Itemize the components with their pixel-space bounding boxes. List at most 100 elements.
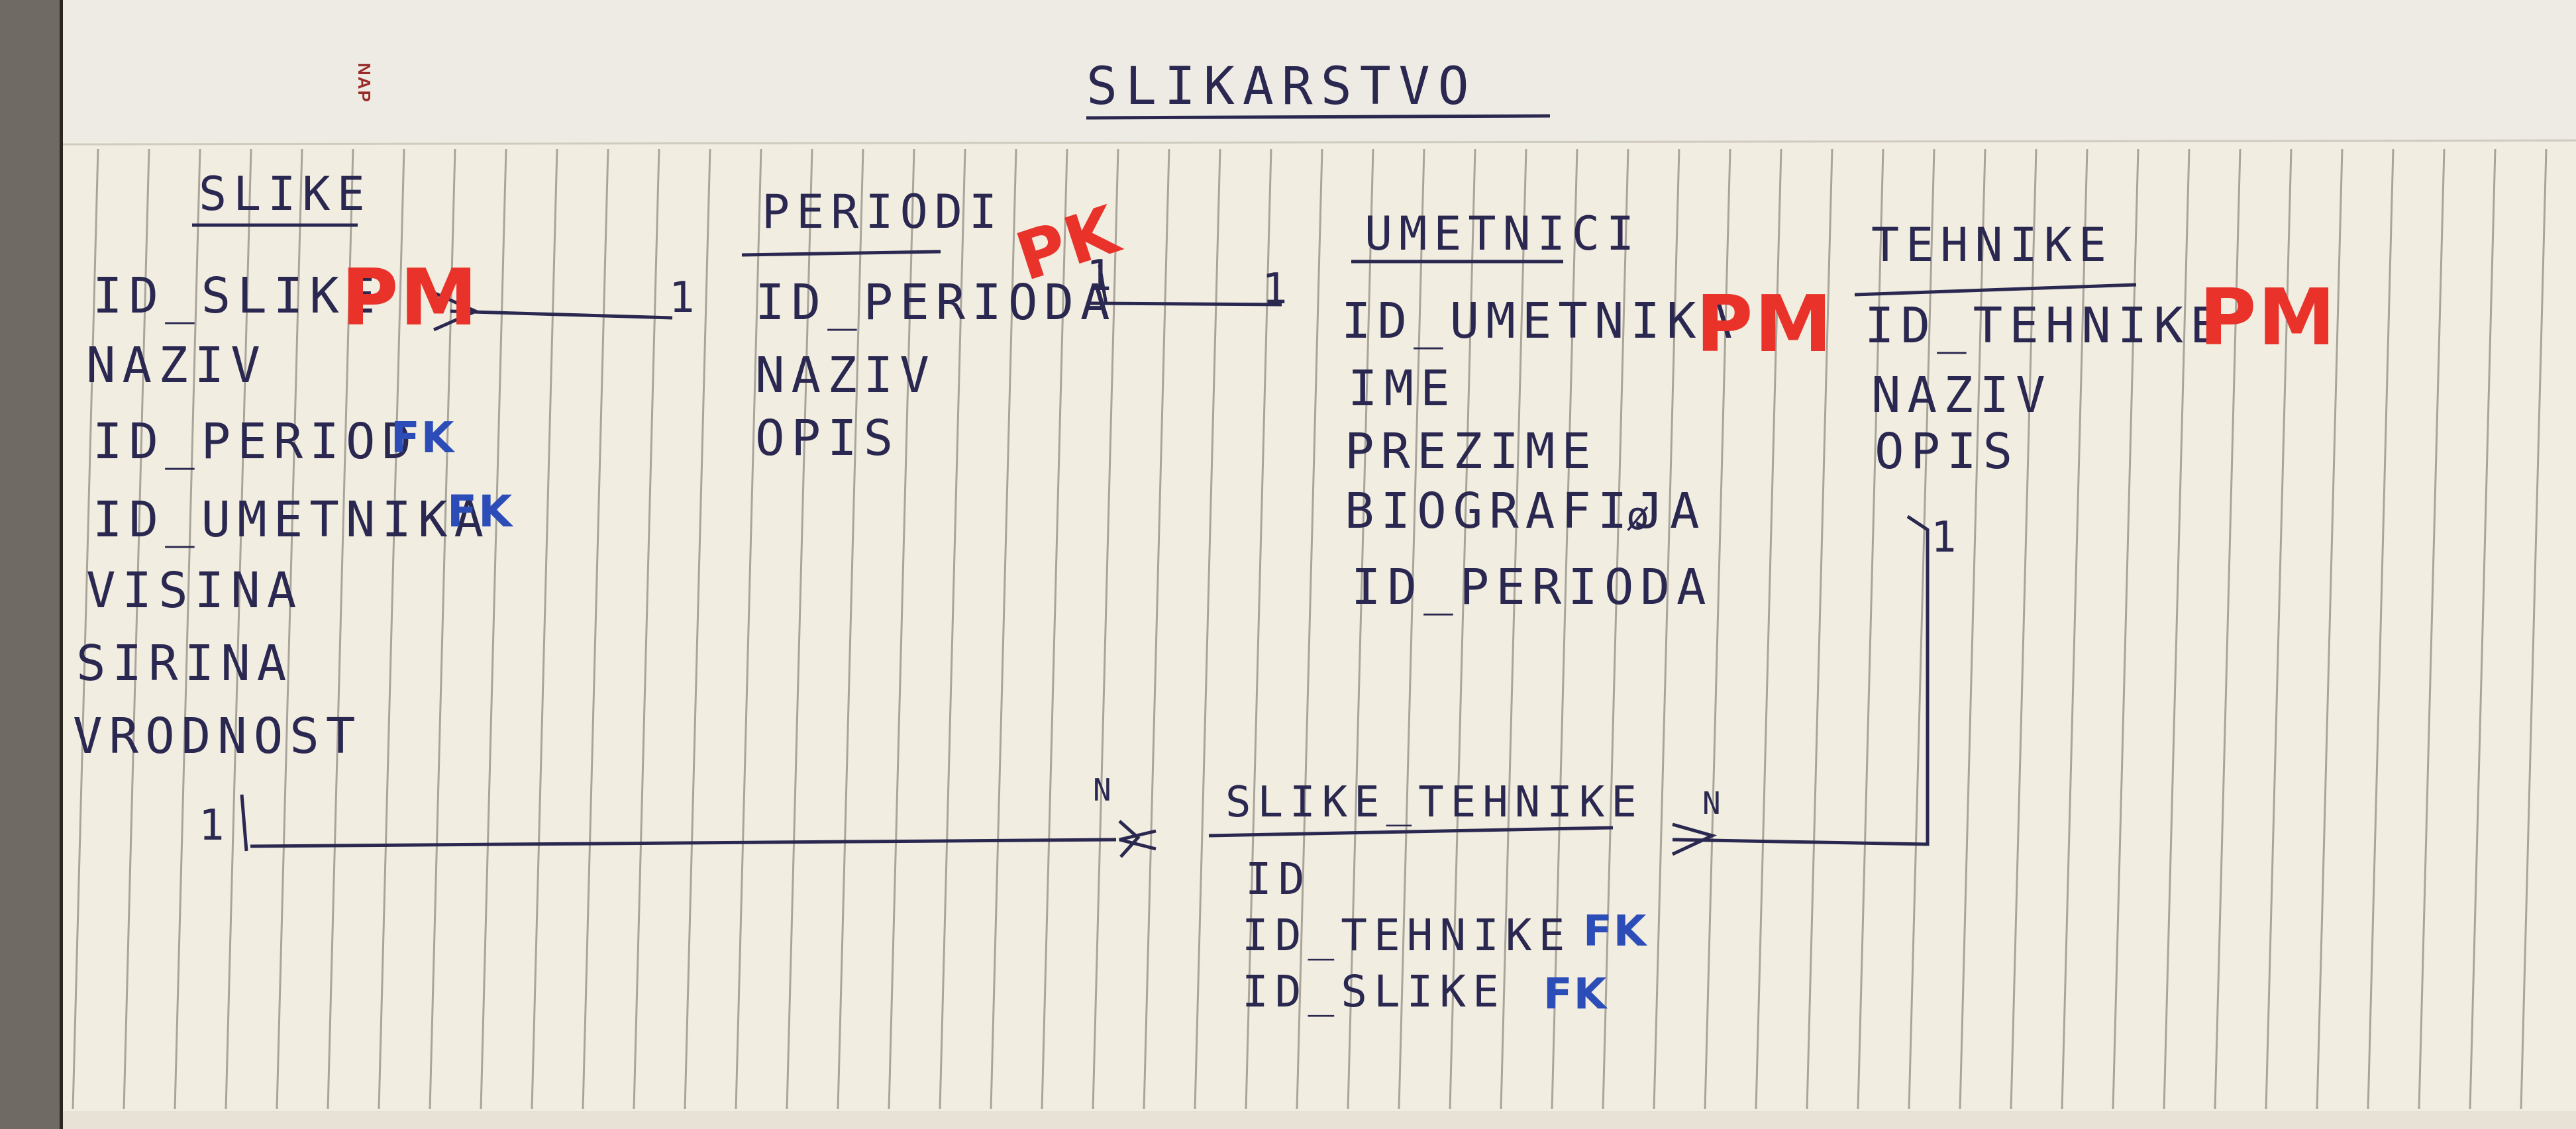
- ruled-line: [2520, 148, 2548, 1110]
- ruled-line: [1959, 148, 1986, 1110]
- ruled-line: [174, 148, 201, 1110]
- slike-bottom-tick: [240, 794, 248, 852]
- relationship-lines: [192, 114, 2137, 858]
- upper-page: [63, 0, 2576, 149]
- ruled-line: [225, 148, 252, 1110]
- ruled-line: [1500, 148, 1527, 1110]
- slike-tehnike-attr-id: ID: [1245, 854, 1312, 905]
- ruled-line: [1398, 148, 1425, 1110]
- notebook-brand: NAP: [354, 63, 374, 103]
- slike-periodi-arrow: [429, 289, 480, 332]
- tehnike-attr-id-tehnike: ID_TEHNIKE: [1865, 297, 2226, 354]
- slike-tehnike-fk-slike-marker: FK: [1543, 970, 1608, 1019]
- slike-attr-sirina: SIRINA: [76, 635, 293, 692]
- ruled-line: [1653, 148, 1680, 1110]
- tehnike-underline: [1854, 283, 2137, 297]
- periodi-umetnici-tick: [1098, 264, 1108, 305]
- cardinality-periodi-left: 1: [1086, 252, 1112, 301]
- cardinality-slike-tehnike-right: N: [1702, 785, 1721, 821]
- diagram-title: SLIKARSTVO: [1086, 57, 1477, 117]
- umetnici-attr-biografija: BIOGRAFIJA: [1345, 483, 1706, 540]
- entity-slike-title: SLIKE: [199, 167, 372, 221]
- biografija-null-mark: ø: [1626, 493, 1656, 538]
- slike-fk-period-marker: FK: [391, 414, 456, 463]
- slike-tehnike-underline: [1208, 826, 1614, 838]
- page-fold: [62, 139, 2576, 146]
- periodi-umetnici-line: [1089, 301, 1282, 307]
- slike-tehnike-fk-tehnike-marker: FK: [1583, 907, 1648, 956]
- ruled-line: [1602, 148, 1629, 1110]
- ruled-line: [2367, 148, 2395, 1110]
- periodi-attr-id-perioda: ID_PERIODA: [755, 274, 1117, 331]
- ruled-line: [735, 148, 762, 1110]
- ruled-lines: [72, 148, 2548, 1110]
- ruled-line: [837, 148, 864, 1110]
- ruled-line: [1857, 148, 1884, 1110]
- cardinality-umetnici-from-periodi: 1: [1262, 265, 1288, 314]
- ruled-line: [1041, 148, 1068, 1110]
- entity-slike-tehnike-title: SLIKE_TEHNIKE: [1225, 778, 1643, 827]
- page-bottom-edge: [63, 1111, 2576, 1129]
- periodi-underline: [741, 250, 941, 257]
- ruled-line: [2112, 148, 2139, 1110]
- ruled-line: [2418, 148, 2446, 1110]
- ruled-line: [1449, 148, 1476, 1110]
- slike-fk-umetnik-marker: FK: [447, 486, 514, 537]
- slike-attr-id-slike: ID_SLIKE: [93, 268, 382, 324]
- umetnici-attr-id-umetnika: ID_UMETNIKA: [1341, 293, 1739, 350]
- ruled-line: [1347, 148, 1374, 1110]
- umetnici-attr-prezime: PREZIME: [1345, 423, 1598, 480]
- ruled-line: [684, 148, 711, 1110]
- entity-umetnici-title: UMETNICI: [1365, 207, 1641, 261]
- umetnici-pk-marker: PM: [1696, 278, 1833, 369]
- umetnici-attr-ime: IME: [1348, 360, 1457, 417]
- ruled-line: [1296, 148, 1323, 1110]
- ruled-line: [1806, 148, 1833, 1110]
- slike-tehnike-left-arrow: [1119, 829, 1157, 851]
- slike-attr-vrodnost: VRODNOST: [73, 708, 362, 765]
- ruled-line: [1755, 148, 1782, 1110]
- ruled-line: [2469, 148, 2497, 1110]
- ruled-line: [2316, 148, 2344, 1110]
- slike-slike-tehnike-line: [250, 838, 1117, 848]
- ruled-line: [2163, 148, 2190, 1110]
- ruled-line: [1551, 148, 1578, 1110]
- periodi-attr-naziv: NAZIV: [755, 347, 936, 404]
- slike-attr-naziv: NAZIV: [86, 337, 267, 394]
- entity-tehnike-title: TEHNIKE: [1871, 218, 2114, 272]
- ruled-line: [582, 148, 609, 1110]
- tehnike-attr-opis: OPIS: [1875, 423, 2020, 480]
- ruled-line: [72, 148, 99, 1110]
- ruled-line: [1908, 148, 1935, 1110]
- ruled-line: [378, 148, 405, 1110]
- ruled-line: [2214, 148, 2241, 1110]
- ruled-line: [2265, 148, 2293, 1110]
- ruled-line: [531, 148, 558, 1110]
- cardinality-tehnike: 1: [1931, 513, 1957, 562]
- tehnike-pk-marker: PM: [2199, 271, 2337, 363]
- cardinality-periodi-from-slike: 1: [669, 273, 695, 322]
- ruled-line: [123, 148, 150, 1110]
- ruled-line: [1704, 148, 1731, 1110]
- umetnici-attr-id-perioda: ID_PERIODA: [1351, 559, 1713, 616]
- ruled-line: [480, 148, 507, 1110]
- title-underline: [1086, 114, 1551, 120]
- lower-page: [63, 142, 2576, 1112]
- slike-attr-id-umetnika: ID_UMETNIKA: [93, 491, 491, 548]
- ruled-line: [327, 148, 354, 1110]
- tehnike-attr-naziv: NAZIV: [1871, 367, 2052, 424]
- ruled-line: [1194, 148, 1221, 1110]
- periodi-attr-opis: OPIS: [755, 410, 900, 467]
- cardinality-slike-tehnike-left: N: [1093, 772, 1111, 808]
- slike-tehnike-right-arrow: [1671, 822, 1718, 856]
- slike-attr-visina: VISINA: [86, 562, 303, 619]
- ruled-line: [1245, 148, 1272, 1110]
- slike-attr-id-period: ID_PERIOD: [93, 413, 418, 470]
- ruled-line: [2061, 148, 2088, 1110]
- ruled-line: [888, 148, 915, 1110]
- ruled-line: [429, 148, 456, 1110]
- slike-tehnike-attr-id-tehnike: ID_TEHNIKE: [1242, 910, 1572, 961]
- cardinality-slike-bottom: 1: [199, 801, 225, 850]
